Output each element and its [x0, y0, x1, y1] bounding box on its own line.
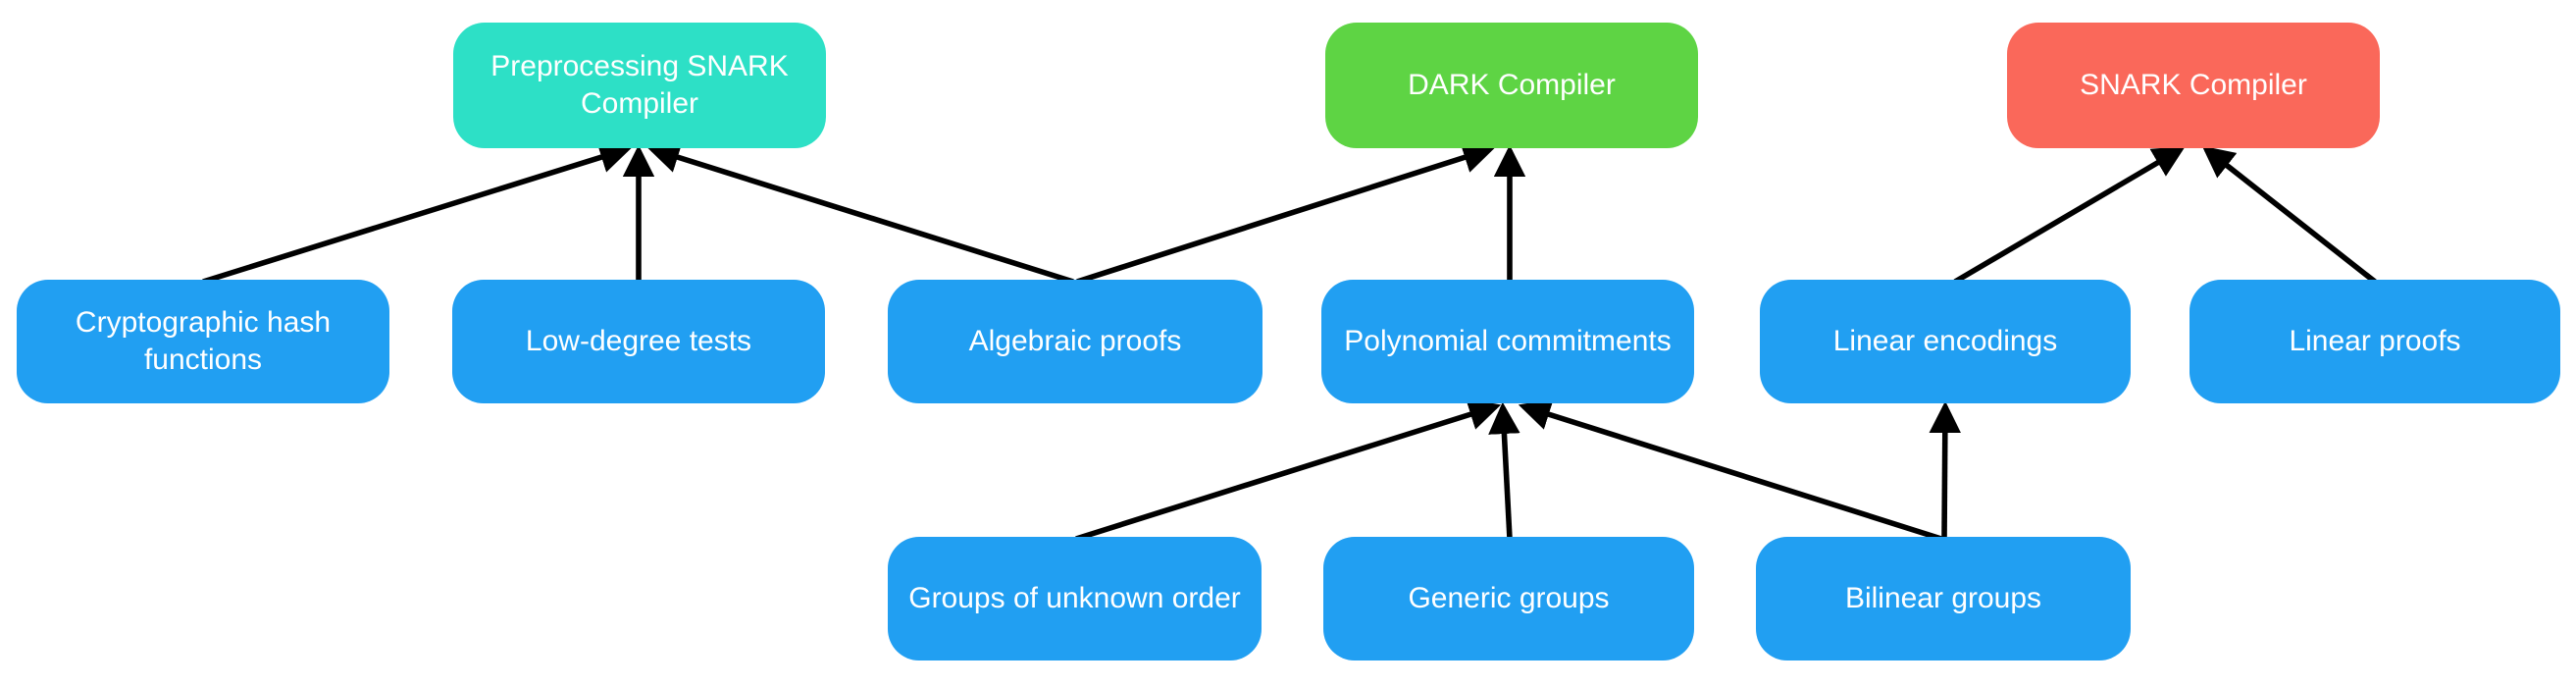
node-generic-groups: Generic groups: [1323, 537, 1694, 661]
node-polynomial-commitments: Polynomial commitments: [1321, 280, 1694, 403]
edge-algebraic-proofs--dark-compiler: [1076, 141, 1496, 285]
node-algebraic-proofs: Algebraic proofs: [888, 280, 1262, 403]
node-dark-compiler: DARK Compiler: [1325, 23, 1698, 148]
node-bilinear-groups: Bilinear groups: [1756, 537, 2131, 661]
edge-bilinear-groups--polynomial-commitments: [1518, 398, 1942, 542]
edge-linear-proofs--snark-compiler: [2201, 145, 2377, 285]
edge-linear-encodings--snark-compiler: [1953, 146, 2186, 285]
node-linear-encodings: Linear encodings: [1760, 280, 2131, 403]
edge-algebraic-proofs--preprocessing-snark-compiler: [646, 141, 1074, 285]
node-label: SNARK Compiler: [2080, 69, 2307, 101]
edge-group: [202, 141, 2377, 542]
node-label: Polynomial commitments: [1344, 325, 1672, 357]
node-groups-of-unknown-order: Groups of unknown order: [888, 537, 1262, 661]
node-label: Generic groups: [1408, 582, 1610, 614]
node-label: DARK Compiler: [1408, 69, 1616, 101]
node-label: Groups of unknown order: [908, 582, 1241, 614]
node-snark-compiler: SNARK Compiler: [2007, 23, 2380, 148]
node-linear-proofs: Linear proofs: [2190, 280, 2560, 403]
node-label: Linear proofs: [2289, 325, 2461, 357]
node-label: Linear encodings: [1832, 325, 2058, 357]
node-label: Bilinear groups: [1844, 582, 2042, 614]
edge-generic-groups--polynomial-commitments: [1488, 401, 1520, 540]
edge-bilinear-groups--linear-encodings: [1929, 400, 1962, 540]
edge-cryptographic-hash-functions--preprocessing-snark-compiler: [202, 141, 633, 285]
node-preprocessing-snark-compiler: Preprocessing SNARK Compiler: [453, 23, 826, 148]
node-low-degree-tests: Low-degree tests: [452, 280, 825, 403]
node-label: Preprocessing SNARK Compiler: [490, 50, 789, 120]
edge-groups-of-unknown-order--polynomial-commitments: [1075, 398, 1502, 542]
node-label: Low-degree tests: [525, 325, 752, 357]
node-cryptographic-hash-functions: Cryptographic hash functions: [17, 280, 389, 403]
node-label: Algebraic proofs: [968, 325, 1182, 357]
node-label: Cryptographic hash functions: [75, 306, 332, 376]
